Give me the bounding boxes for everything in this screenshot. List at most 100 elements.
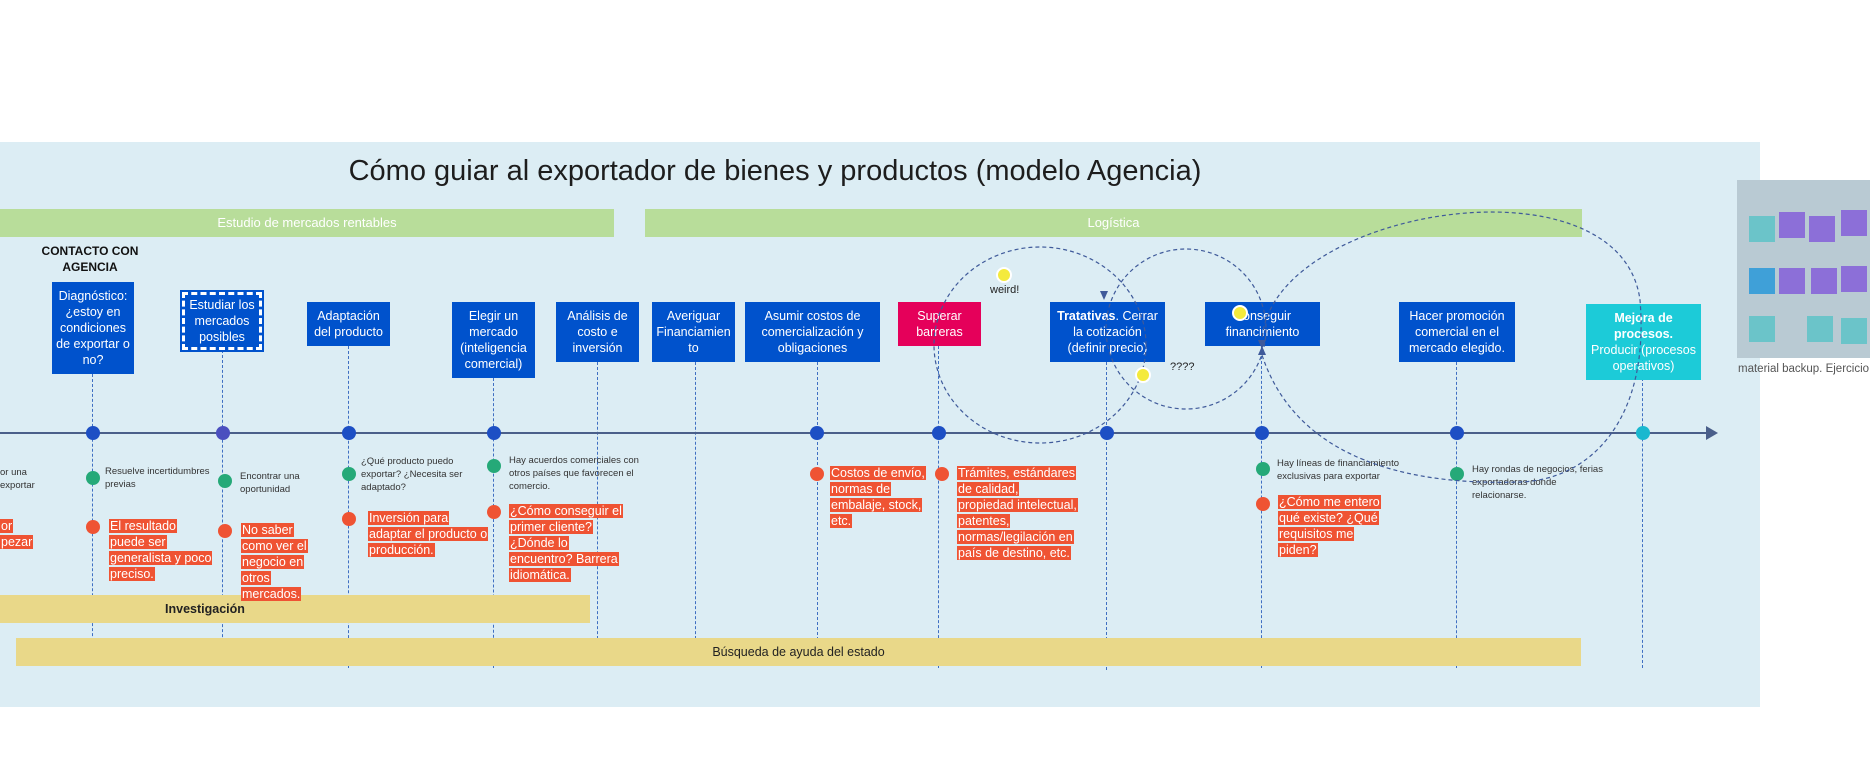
- pain-text: ¿Cómo conseguir el primer cliente? ¿Dónd…: [509, 503, 631, 583]
- annotation-weird: weird!: [990, 284, 1020, 296]
- pain-text: Costos de envío, normas de embalaje, sto…: [830, 465, 945, 529]
- timeline-dot[interactable]: [810, 426, 824, 440]
- node-label-rest: . Cerrar la cotización (definir precio): [1067, 309, 1158, 355]
- benefit-dot: [1256, 462, 1270, 476]
- node-label-rest: Producir (procesos operativos): [1591, 343, 1696, 373]
- diagram-title: Cómo guiar al exportador de bienes y pro…: [348, 155, 1202, 187]
- timeline-dot[interactable]: [1255, 426, 1269, 440]
- sticky-note: [1811, 268, 1837, 294]
- benefit-dot: [487, 459, 501, 473]
- guide-line: [695, 362, 696, 654]
- node-label: Hacer promoción comercial en el mercado …: [1409, 309, 1505, 355]
- bar-research: Investigación: [0, 595, 590, 623]
- guide-line: [1642, 378, 1643, 668]
- node-asumir-costos[interactable]: Asumir costos de comercialización y obli…: [745, 302, 880, 362]
- benefit-dot: [1450, 467, 1464, 481]
- pain-text: Trámites, estándares de calidad, propied…: [957, 465, 1078, 561]
- benefit-dot: [218, 474, 232, 488]
- node-elegir-mercado[interactable]: Elegir un mercado (inteligencia comercia…: [452, 302, 535, 378]
- guide-line: [92, 374, 93, 656]
- pain-text: ¿Cómo me entero qué existe? ¿Qué requisi…: [1278, 494, 1393, 558]
- sticky-note: [1749, 316, 1775, 342]
- node-analisis-costo[interactable]: Análisis de costo e inversión: [556, 302, 639, 362]
- pain-dot: [810, 467, 824, 481]
- guide-line: [817, 362, 818, 660]
- pain-dot: [218, 524, 232, 538]
- timeline-dot[interactable]: [487, 426, 501, 440]
- node-superar-barreras[interactable]: Superar barreras: [898, 302, 981, 346]
- node-label: Superar barreras: [916, 309, 963, 339]
- guide-line: [1456, 362, 1457, 668]
- benefit-text: or una exportar: [0, 467, 35, 491]
- band-study: Estudio de mercados rentables: [0, 209, 614, 237]
- sticky-note: [1779, 212, 1805, 238]
- node-estudiar-mercados[interactable]: Estudiar los mercados posibles: [180, 290, 264, 352]
- annotation-dot[interactable]: [1232, 305, 1248, 321]
- node-promocion-comercial[interactable]: Hacer promoción comercial en el mercado …: [1399, 302, 1515, 362]
- timeline-dot[interactable]: [342, 426, 356, 440]
- sticky-note: [1807, 316, 1833, 342]
- pain-dot: [487, 505, 501, 519]
- pain-dot: [935, 467, 949, 481]
- benefit-text: ¿Qué producto puedo exportar? ¿Necesita …: [361, 456, 463, 493]
- node-label: Tratativas. Cerrar la cotización (defini…: [1054, 308, 1161, 356]
- guide-line: [938, 346, 939, 668]
- timeline-dot[interactable]: [86, 426, 100, 440]
- guide-line: [1106, 362, 1107, 670]
- node-adaptacion[interactable]: Adaptación del producto: [307, 302, 390, 346]
- node-label: Elegir un mercado (inteligencia comercia…: [460, 309, 527, 371]
- benefit-text: Hay acuerdos comerciales con otros paíse…: [509, 455, 639, 492]
- node-label-bold: Tratativas: [1057, 309, 1116, 323]
- node-label: Conseguir financimiento: [1225, 309, 1300, 339]
- guide-line: [222, 350, 223, 662]
- benefit-text: Hay líneas de financiamiento exclusivas …: [1277, 458, 1399, 482]
- timeline-dot[interactable]: [932, 426, 946, 440]
- timeline-dot[interactable]: [1636, 426, 1650, 440]
- node-averiguar-financiamiento[interactable]: Averiguar Financiamien to: [652, 302, 735, 362]
- pain-text: No saber como ver el negocio en otros me…: [241, 522, 326, 602]
- guide-line: [348, 346, 349, 668]
- pain-text: El resultado puede ser generalista y poc…: [109, 518, 214, 582]
- timeline-dot[interactable]: [216, 426, 230, 440]
- sticky-note: [1749, 216, 1775, 242]
- benefit-dot: [86, 471, 100, 485]
- pain-dot: [1256, 497, 1270, 511]
- loop-path: [1261, 211, 1642, 483]
- backup-photo[interactable]: [1737, 180, 1870, 358]
- timeline-dot[interactable]: [1100, 426, 1114, 440]
- timeline-arrowhead: [1706, 426, 1718, 440]
- sticky-note: [1841, 318, 1867, 344]
- sticky-note: [1841, 210, 1867, 236]
- node-label: Asumir costos de comercialización y obli…: [761, 309, 864, 355]
- node-label: Averiguar Financiamien to: [656, 309, 731, 355]
- sticky-note: [1749, 268, 1775, 294]
- contact-label: CONTACTO CON AGENCIA: [41, 244, 139, 274]
- node-conseguir-financiamiento[interactable]: Conseguir financimiento: [1205, 302, 1320, 346]
- node-label: Adaptación del producto: [314, 309, 383, 339]
- pain-dot: [342, 512, 356, 526]
- sticky-note: [1809, 216, 1835, 242]
- bar-research-label: Investigación: [165, 602, 245, 616]
- band-logistics: Logística: [645, 209, 1582, 237]
- photo-caption: material backup. Ejercicio: [1738, 363, 1870, 375]
- pain-text: Inversión para adaptar el producto o pro…: [368, 510, 489, 558]
- pain-text-label: No saber como ver el negocio en otros me…: [241, 523, 308, 601]
- node-label: Mejora de procesos. Producir (procesos o…: [1590, 310, 1697, 374]
- arrow-tip: [1258, 346, 1266, 355]
- annotation-dot[interactable]: [1135, 367, 1151, 383]
- benefit-text: Resuelve incertidumbres previas: [105, 466, 210, 490]
- benefit-text: Encontrar una oportunidad: [240, 471, 300, 495]
- annotation-question: ????: [1170, 361, 1195, 373]
- timeline-axis: [0, 432, 1710, 434]
- sticky-note: [1841, 266, 1867, 292]
- node-label: Análisis de costo e inversión: [567, 309, 628, 355]
- guide-line: [493, 378, 494, 668]
- bar-state-help: Búsqueda de ayuda del estado: [16, 638, 1581, 666]
- timeline-dot[interactable]: [1450, 426, 1464, 440]
- annotation-dot[interactable]: [996, 267, 1012, 283]
- node-diagnostico[interactable]: Diagnóstico: ¿estoy en condiciones de ex…: [52, 282, 134, 374]
- node-mejora-procesos[interactable]: Mejora de procesos. Producir (procesos o…: [1586, 304, 1701, 380]
- pain-dot: [86, 520, 100, 534]
- node-label-bold: Mejora de procesos.: [1613, 311, 1674, 341]
